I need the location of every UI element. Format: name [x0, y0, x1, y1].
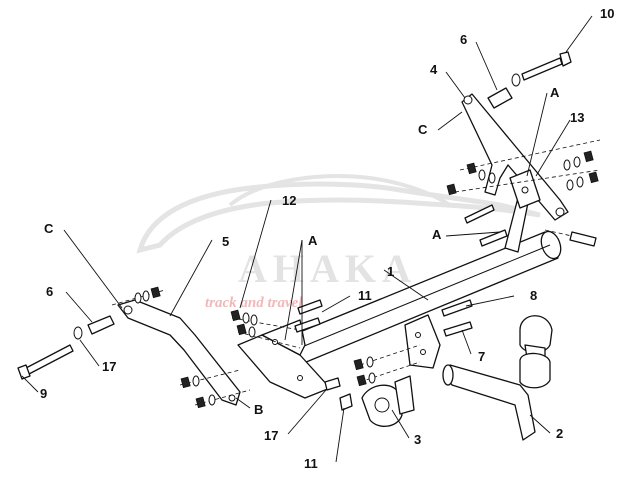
right-spacer-and-bolt [487, 51, 572, 109]
watermark-car-roof [228, 174, 452, 207]
callout-11-lower: 11 [304, 456, 318, 471]
callout-5: 5 [222, 234, 229, 249]
left-side-arm [117, 299, 241, 406]
callout-1: 1 [387, 264, 394, 279]
callout-6-left: 6 [46, 284, 53, 299]
callout-labels: 10 6 4 A 13 C 12 A A C 5 1 11 8 6 7 17 9… [40, 6, 614, 471]
watermark-tagline: track and travel [205, 295, 303, 311]
center-bolts [353, 299, 473, 387]
callout-17-left: 17 [102, 359, 116, 374]
callout-8: 8 [530, 288, 537, 303]
leader-lines [21, 15, 593, 463]
callout-13: 13 [570, 110, 584, 125]
left-arm-fasteners [111, 286, 251, 409]
callout-2: 2 [556, 426, 563, 441]
callout-12: 12 [282, 193, 296, 208]
callout-17-bottom: 17 [264, 428, 278, 443]
callout-4: 4 [430, 62, 438, 77]
tow-ball [442, 315, 553, 441]
callout-C-right: C [418, 122, 428, 137]
callout-C-left: C [44, 221, 54, 236]
callout-6-right: 6 [460, 32, 467, 47]
left-spacer-bolt-assembly [17, 315, 115, 380]
ball-mount-plate [404, 314, 441, 369]
right-side-arm [461, 93, 569, 221]
center-left-fasteners [230, 299, 353, 411]
callout-B: B [254, 402, 263, 417]
callout-A-right-mid: A [432, 227, 442, 242]
callout-7: 7 [478, 349, 485, 364]
callout-A-center: A [308, 233, 318, 248]
right-mount-bracket [509, 169, 541, 209]
callout-9: 9 [40, 386, 47, 401]
watermark-brand: AHAKA [238, 246, 417, 291]
callout-10: 10 [600, 6, 614, 21]
callout-A-top: A [550, 85, 560, 100]
socket-plate [361, 375, 415, 427]
callout-11-upper: 11 [358, 288, 372, 303]
cross-beam [267, 189, 562, 373]
callout-3: 3 [414, 432, 421, 447]
right-fastener-cluster [446, 139, 601, 247]
